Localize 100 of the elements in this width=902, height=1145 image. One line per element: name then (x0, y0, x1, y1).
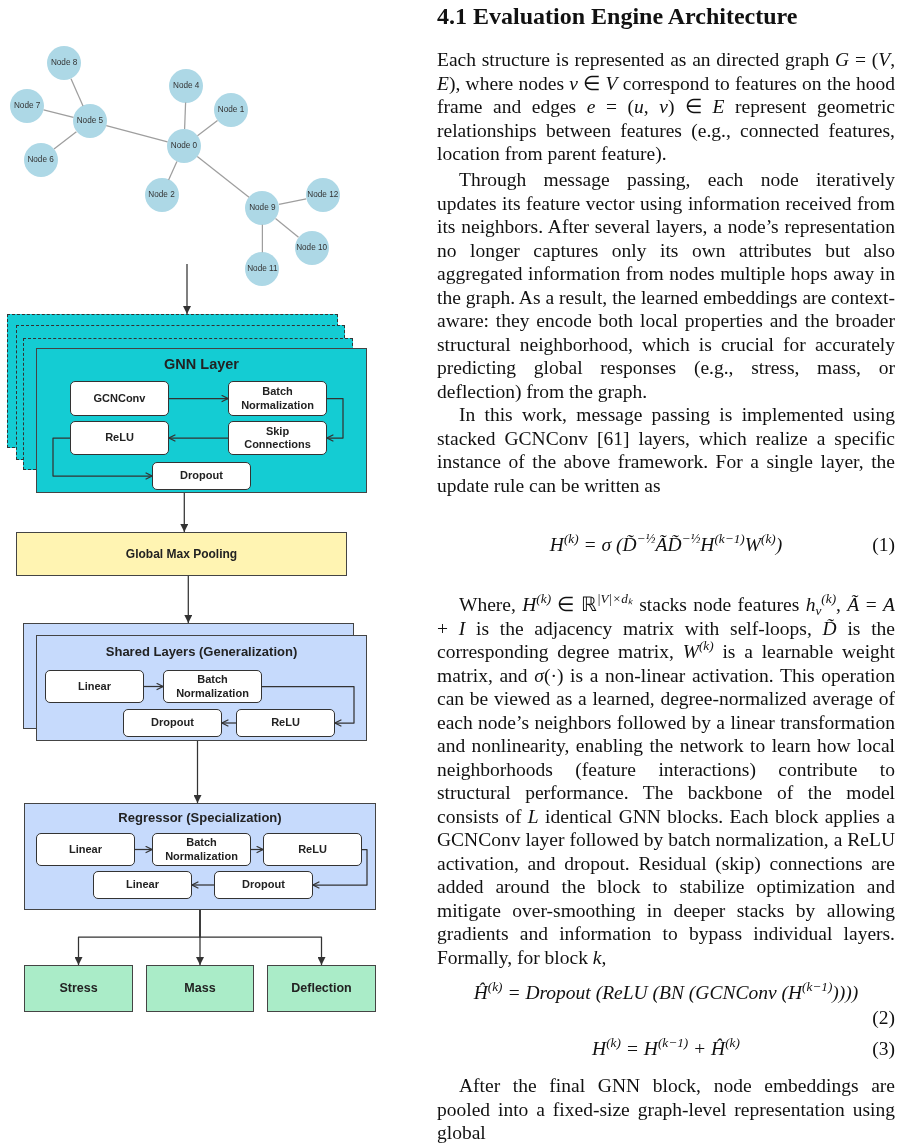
step-label: Dropout (151, 716, 194, 730)
step-box (70, 381, 169, 416)
node-label: Node 2 (148, 190, 175, 201)
step-box (214, 871, 313, 899)
arrow (191, 881, 215, 889)
equation: H$^{(k)}$ = H$^{(k−1)}$ + Ĥ$^{(k)}$ (592, 1038, 740, 1059)
step-label: Linear (126, 878, 159, 892)
step-box (70, 421, 169, 455)
arrow (180, 492, 189, 533)
arrow (168, 394, 229, 403)
graph-node-circle (23, 142, 58, 177)
body-paragraph: Where, H$^{(k)}$ ∈ ℝ$^{|V|×dₖ}$ stacks node features h$_{v}$$^{(k)}$, Ã = A + I is the adjacency matrix with self-loops, D̃ is the corresponding degree matrix, W$^{(k)}$ is a learnable weight matrix, and σ(·) is a non-linear activation. This operation can be viewed as a learned, degree-normalized average of each node’s neighbors followed by a linear transformation and nonlinearity, enabling the network to learn how local neighborhoods (feature interactions) contribute to structural performance. The backbone of the model consists of L identical GNN blocks. Each block applies a GCNConv layer followed by batch normalization, a ReLU activation, and dropout. Residual (skip) connections are added around the block to stabilize optimization and mitigate over-smoothing in deeper stacks by allowing gradients and information to bypass individual layers. Formally, for block k, (437, 593, 895, 969)
connector-line (105, 125, 169, 143)
graph-node-circle (169, 68, 204, 103)
graph-node-circle (294, 231, 329, 265)
arrow (221, 719, 237, 727)
node-label: Node 8 (50, 58, 78, 69)
step-label: Dropout (242, 878, 285, 892)
output-label: Deflection (291, 980, 352, 997)
step-box (152, 462, 251, 490)
step-label: ReLU (298, 842, 327, 857)
body-paragraph: Each structure is represented as an directed graph G = (V, E), where nodes v ∈ V correspond to features on the hood frame and edges e = (u, v) ∈ E represent geometric relationships between features (e.g., connected features, location from parent feature). (437, 48, 895, 166)
connector-line (274, 217, 300, 238)
node-label: Node 6 (27, 154, 54, 165)
graph-node-circle (10, 88, 45, 123)
node-label: Node 0 (170, 141, 198, 152)
node-label: Node 12 (307, 190, 339, 201)
step-label: Linear (69, 842, 102, 857)
body-paragraph: In this work, message passing is implemented using stacked GCNConv [61] layers, which realize a specific instance of the above framework. For a single layer, the update rule can be written as (437, 403, 895, 497)
node-label: Node 7 (13, 100, 41, 111)
output-label: Stress (59, 980, 98, 997)
step-box (163, 670, 262, 703)
output-block (267, 965, 376, 1012)
arrow (261, 685, 355, 727)
stacked-layer-card (23, 623, 367, 741)
node-label: Node 1 (217, 105, 245, 116)
body-paragraph: Through message passing, each node iteratively updates its feature vector using information received from its neighbors. After several layers, a node’s representation no longer captures only its own attributes but also aggregated information from nodes multiple hops away in the graph. As a result, the learned embeddings are context-aware: they encode both local properties and the broader structural neighborhood, which is crucial for accurately predicting global responses (e.g., stress, mass, or deflection) from the graph. (437, 168, 895, 403)
graph-node-circle (214, 93, 248, 128)
step-box (228, 381, 327, 416)
arrow (193, 740, 202, 804)
graph-node-circle (245, 252, 280, 287)
step-label: GCNConv (93, 391, 146, 406)
connector-line (183, 101, 187, 130)
equation: Ĥ$^{(k)}$ = Dropout (ReLU (BN (GCNConv (H$^{(k−1)}$)))) (473, 982, 859, 1003)
node-label: Node 5 (76, 116, 104, 127)
equation-number: (2) (872, 1006, 895, 1030)
node-label: Node 4 (173, 80, 200, 91)
step-label: Dropout (180, 469, 223, 483)
node-label: Node 9 (249, 202, 276, 213)
arrow (168, 434, 229, 442)
step-box (228, 421, 327, 455)
connector-line (196, 155, 250, 198)
arrow (184, 575, 193, 624)
output-block (146, 965, 254, 1012)
step-label: Batch Normalization (175, 673, 250, 700)
card-title: Regressor (Specialization) (118, 810, 282, 826)
step-box (93, 871, 192, 899)
arrow (199, 909, 326, 966)
body-paragraph: After the final GNN block, node embeddings are pooled into a fixed-size graph-level representation using global (437, 1074, 895, 1145)
connector-line (167, 160, 178, 181)
card-title: Shared Layers (Generalization) (105, 644, 298, 660)
graph-node-circle (144, 178, 179, 213)
arrow (326, 397, 344, 442)
node-label: Node 11 (247, 264, 278, 275)
graph-node-circle (47, 46, 82, 81)
output-label: Mass (184, 980, 216, 997)
connector-line (261, 224, 264, 253)
arrow (134, 845, 153, 854)
section-heading: 4.1 Evaluation Engine Architecture (437, 2, 798, 30)
step-box (263, 833, 362, 866)
graph-node-circle (166, 129, 201, 164)
equation-number: (3) (872, 1037, 895, 1061)
node-label: Node 10 (296, 243, 328, 253)
layer-card (24, 803, 376, 910)
connector-line (53, 131, 78, 150)
step-box (36, 833, 135, 866)
arrow (250, 845, 264, 854)
step-box (45, 670, 144, 703)
step-label: Linear (78, 679, 111, 694)
output-block (24, 965, 133, 1012)
graph-node-circle (305, 178, 340, 213)
graph-node-circle (245, 190, 280, 225)
stacked-layer-card (7, 314, 367, 493)
card-title: GNN Layer (164, 356, 239, 374)
step-label: ReLU (105, 431, 134, 445)
step-label: Batch Normalization (240, 385, 315, 412)
arrow (183, 263, 191, 315)
connector-line (42, 109, 75, 118)
step-box (236, 709, 335, 737)
step-label: Skip Connections (243, 424, 312, 452)
arrow (52, 437, 153, 480)
step-label: ReLU (271, 716, 300, 730)
equation-number: (1) (872, 533, 895, 557)
step-label: Batch Normalization (164, 836, 239, 863)
arrow (143, 682, 164, 691)
step-box (152, 833, 251, 866)
connector-line (70, 78, 84, 107)
block-label: Global Max Pooling (125, 546, 238, 562)
connector-line (196, 119, 219, 137)
graph-node-circle (72, 104, 107, 139)
